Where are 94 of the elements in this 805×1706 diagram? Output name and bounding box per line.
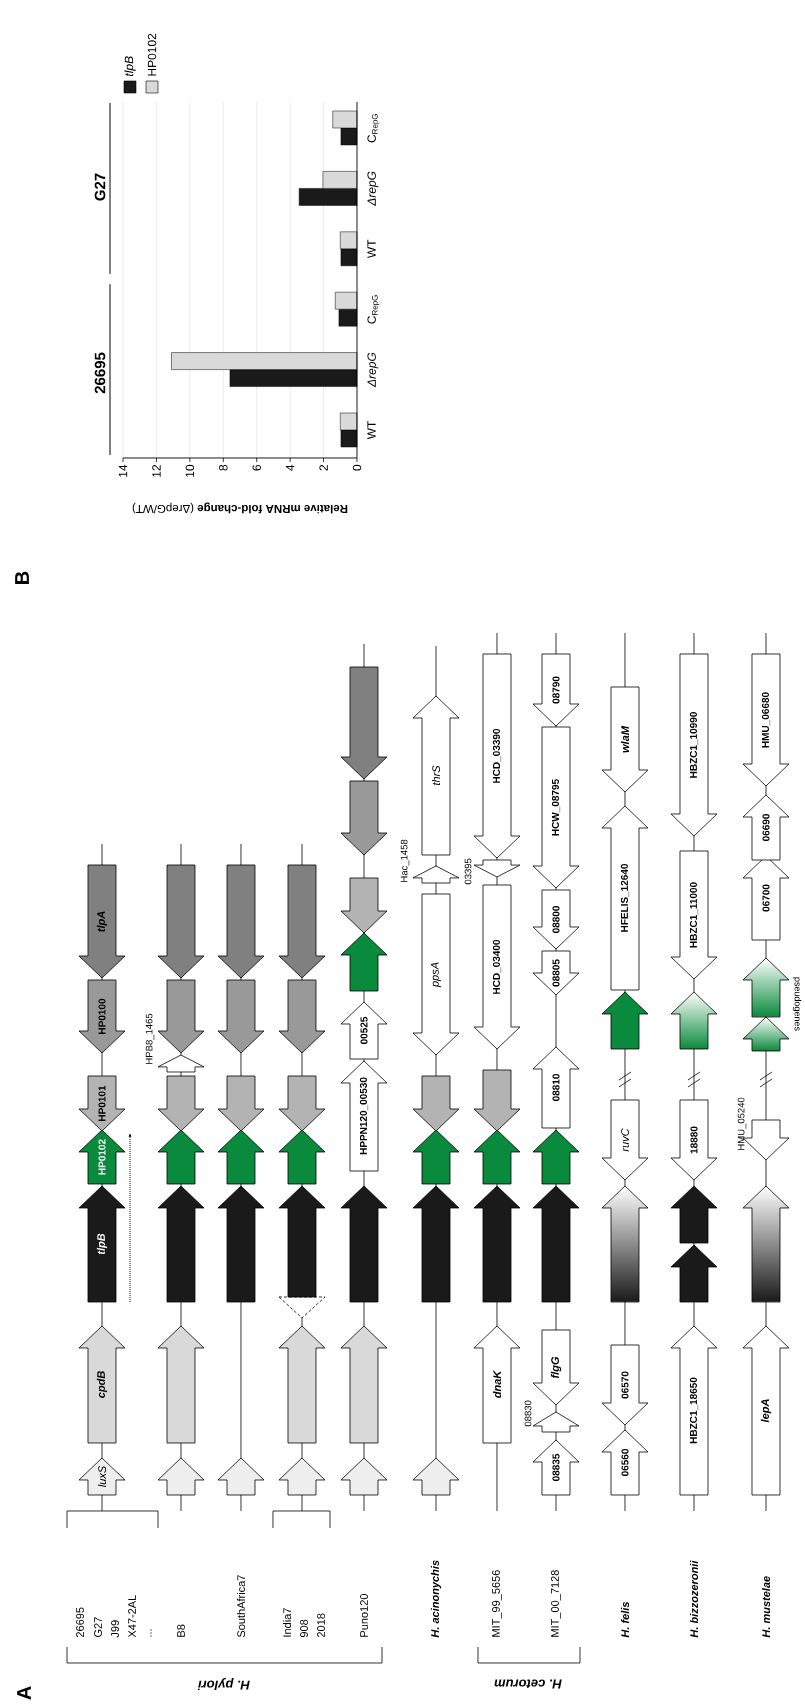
category-label: ΔrepG	[367, 352, 379, 388]
tick-label: 12	[152, 465, 161, 477]
legend-label: HP0102	[147, 33, 157, 76]
gene-symbol	[532, 1185, 580, 1303]
strain-label: SouthAfrica7	[236, 1575, 246, 1638]
tick-label: 4	[286, 464, 295, 471]
gene-symbol	[473, 1069, 521, 1132]
gene-symbol	[340, 877, 388, 934]
gene-symbol	[532, 1411, 580, 1433]
gene-symbol	[157, 1325, 205, 1444]
tick-label: 2	[319, 465, 328, 471]
tick-label: 6	[252, 464, 261, 471]
category-label: WT	[367, 420, 376, 440]
gene-symbol	[217, 1129, 265, 1185]
gene-symbol	[670, 1244, 718, 1303]
gene-symbol	[157, 1054, 205, 1073]
gene-symbol	[157, 1185, 205, 1303]
gene-symbol	[157, 1075, 205, 1132]
gene-symbol	[340, 932, 388, 992]
panel-letter: A	[17, 1686, 31, 1700]
gene-symbol	[742, 1185, 790, 1303]
gene-symbol	[340, 1325, 388, 1444]
gene-label: 08830	[524, 1400, 532, 1427]
gene-symbol	[670, 1185, 718, 1244]
gene-symbol	[412, 1185, 460, 1303]
category-label: WT	[367, 239, 376, 259]
strain-label: ...	[150, 1629, 152, 1637]
strain-label: 908	[300, 1619, 308, 1638]
gene-symbol	[157, 1129, 205, 1185]
species-label: H. cetorum	[494, 1679, 562, 1689]
gene-symbol	[278, 1457, 326, 1496]
gene-symbol	[157, 1457, 205, 1496]
gene-symbol	[412, 865, 460, 884]
species-label: H. felis	[620, 1601, 630, 1638]
gene-symbol	[278, 979, 326, 1054]
gene-symbol	[340, 1457, 388, 1496]
species-label: H. bizzozeronii	[689, 1560, 699, 1638]
strain-label: J99	[111, 1620, 119, 1638]
strain-label: MIT_99_5656	[492, 1570, 502, 1637]
gene-symbol	[742, 957, 790, 1018]
gene-symbol	[742, 1016, 790, 1052]
panel-letter: B	[15, 571, 29, 584]
gene-symbol	[670, 991, 718, 1050]
gene-symbol	[601, 1185, 649, 1303]
tick-label: 8	[219, 464, 228, 471]
species-label: H. mustelae	[761, 1576, 771, 1638]
gene-symbol	[473, 1129, 521, 1185]
gene-symbol	[157, 979, 205, 1054]
gene-symbol	[473, 859, 521, 878]
legend-label: tlpB	[124, 56, 136, 77]
category-label: ΔrepG	[367, 171, 379, 206]
gene-symbol	[217, 1075, 265, 1132]
gene-symbol	[217, 1457, 265, 1496]
gene-symbol	[601, 991, 649, 1050]
gene-symbol	[278, 1325, 326, 1444]
strain-label: India7	[282, 1608, 292, 1637]
gene-symbol	[412, 1129, 460, 1185]
gene-label: HMU_05240	[737, 1097, 747, 1150]
gene-symbol	[412, 1457, 460, 1496]
gene-symbol	[278, 1185, 326, 1298]
category-label: C$_{RepG}$	[367, 114, 380, 143]
group-label: 26695	[94, 352, 106, 394]
gene-label: HPB8_1465	[145, 1013, 155, 1064]
gene-symbol	[340, 780, 388, 856]
strain-label: X47-2AL	[128, 1595, 136, 1638]
gene-symbol	[473, 1185, 521, 1303]
gene-symbol	[278, 864, 326, 979]
tick-label: 10	[185, 464, 195, 477]
species-label: H. acinonychis	[430, 1560, 442, 1638]
note-label: pseudogenes	[792, 977, 802, 1031]
gene-symbol	[340, 1185, 388, 1303]
gene-label: Hac_1458	[400, 839, 410, 882]
species-label: H. pylori	[197, 1677, 250, 1691]
tick-label: 14	[118, 464, 128, 477]
group-label: G27	[94, 173, 106, 201]
strain-label: G27	[94, 1617, 102, 1638]
gene-symbol	[340, 666, 388, 780]
gene-symbol	[278, 1129, 326, 1185]
axis-title: Relative mRNA fold-change (ΔrepG/WT)	[132, 502, 348, 514]
gene-symbol	[412, 1075, 460, 1132]
strain-label: B8	[177, 1624, 185, 1637]
strain-label: Puno120	[360, 1594, 368, 1637]
gene-symbol	[532, 1129, 580, 1185]
strain-label: 2018	[317, 1613, 325, 1638]
gene-symbol	[278, 1075, 326, 1132]
strain-label: MIT_00_7128	[551, 1570, 561, 1637]
gene-symbol	[217, 979, 265, 1054]
category-label: C$_{RepG}$	[367, 295, 380, 324]
gene-symbol	[217, 1185, 265, 1303]
gene-symbol	[217, 864, 265, 979]
gene-label: 03395	[464, 858, 472, 885]
tick-label: 0	[352, 464, 362, 471]
gene-symbol	[157, 864, 205, 979]
strain-label: 26695	[76, 1607, 84, 1638]
